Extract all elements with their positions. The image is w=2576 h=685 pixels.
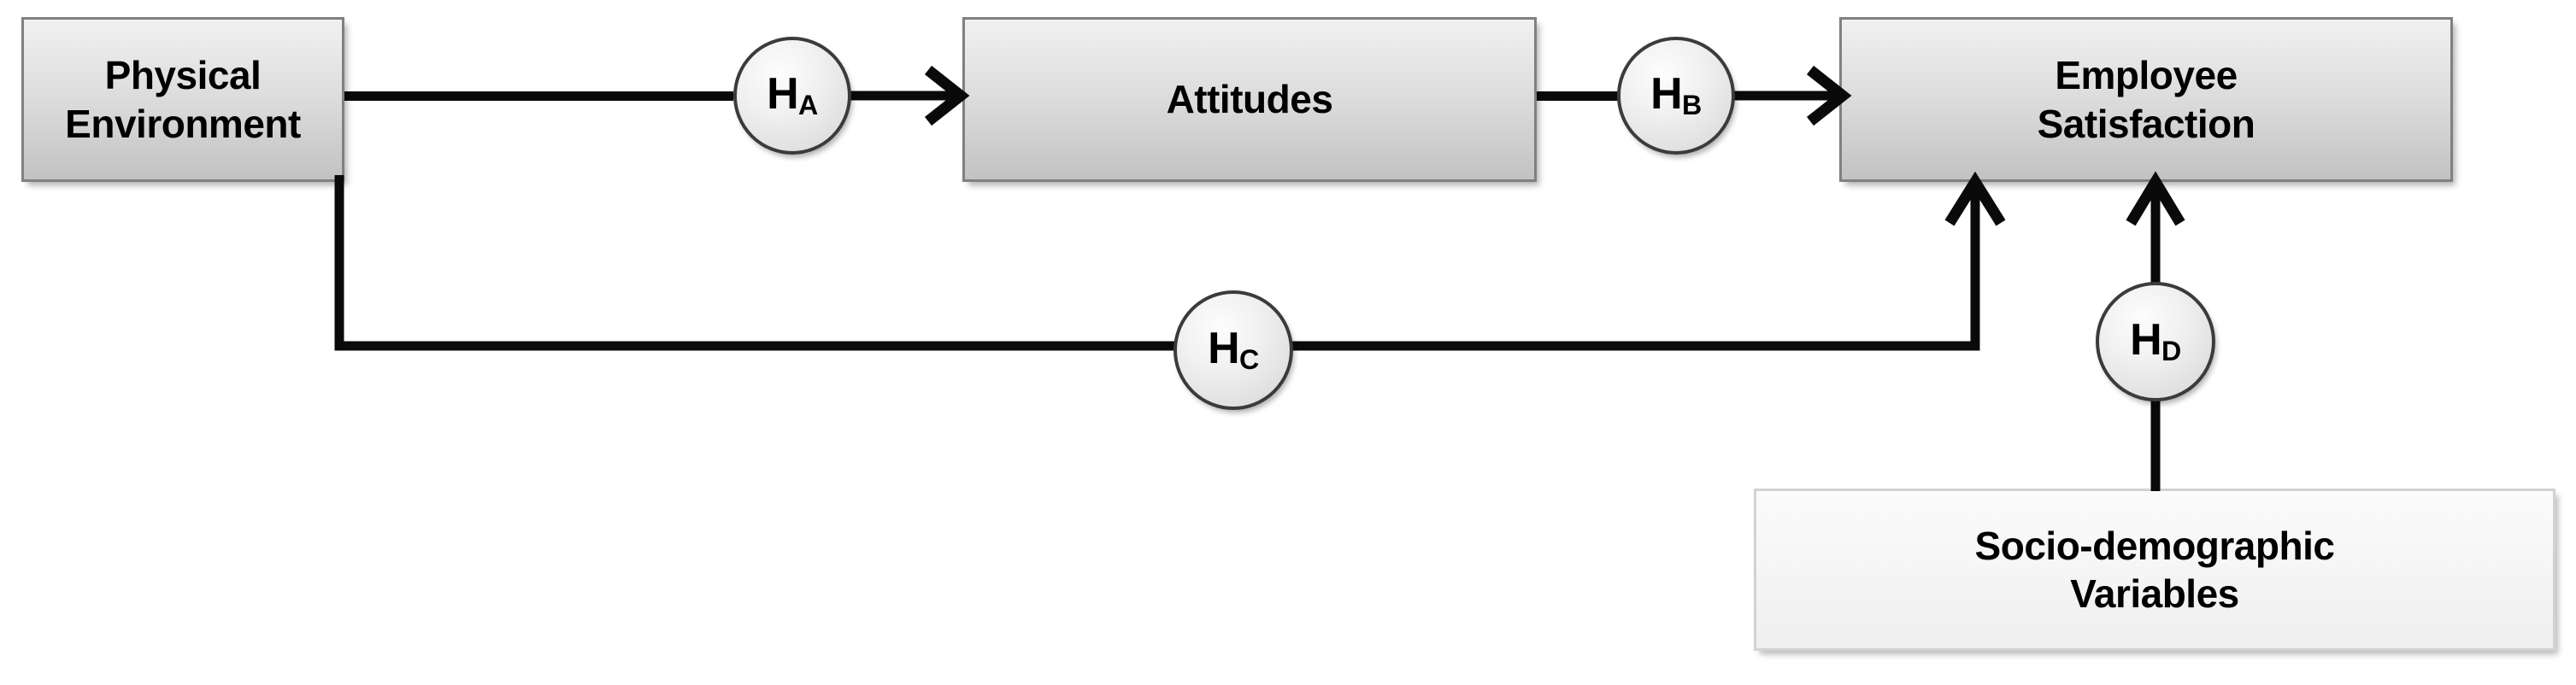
node-label-attitudes: Attitudes bbox=[1166, 77, 1333, 122]
node-socio-demographic-variables[interactable]: Socio-demographic Variables bbox=[1754, 489, 2555, 651]
hypothesis-subscript-h-a: A bbox=[797, 90, 819, 121]
node-label-socio-demographic-variables: Socio-demographic Variables bbox=[1974, 523, 2335, 616]
node-label-employee-satisfaction: Employee Satisfaction bbox=[2037, 53, 2255, 146]
hypothesis-circle-h-b[interactable]: HB bbox=[1617, 37, 1735, 155]
hypothesis-letter-h-c: H bbox=[1208, 324, 1240, 373]
node-attitudes[interactable]: Attitudes bbox=[962, 17, 1537, 182]
node-employee-satisfaction[interactable]: Employee Satisfaction bbox=[1839, 17, 2453, 182]
node-physical-environment[interactable]: Physical Environment bbox=[21, 17, 344, 182]
hypothesis-label-h-c: HC bbox=[1208, 324, 1259, 373]
connector-attitudes-to-h-b bbox=[1537, 91, 1619, 101]
connector-h-b-to-employee-satisfaction bbox=[1733, 65, 1852, 126]
hypothesis-circle-h-d[interactable]: HD bbox=[2096, 282, 2215, 401]
connector-physical-environment-to-employee-satisfaction-via-h-c bbox=[334, 171, 2006, 351]
connector-h-a-to-attitudes bbox=[850, 65, 970, 126]
connector-physical-environment-to-h-a bbox=[344, 91, 733, 101]
hypothesis-label-h-d: HD bbox=[2130, 315, 2181, 365]
hypothesis-letter-h-d: H bbox=[2130, 315, 2162, 365]
hypothesis-subscript-h-c: C bbox=[1238, 344, 1260, 376]
hypothesis-label-h-b: HB bbox=[1650, 69, 1702, 119]
hypothesis-circle-h-c[interactable]: HC bbox=[1173, 290, 1293, 410]
hypothesis-circle-h-a[interactable]: HA bbox=[733, 37, 851, 155]
hypothesis-letter-h-a: H bbox=[767, 69, 799, 119]
node-label-physical-environment: Physical Environment bbox=[65, 53, 301, 146]
hypothesis-subscript-h-b: B bbox=[1681, 90, 1703, 121]
hypothesis-subscript-h-d: D bbox=[2161, 336, 2182, 367]
hypothesis-letter-h-b: H bbox=[1650, 69, 1683, 119]
hypothesis-label-h-a: HA bbox=[767, 69, 818, 119]
